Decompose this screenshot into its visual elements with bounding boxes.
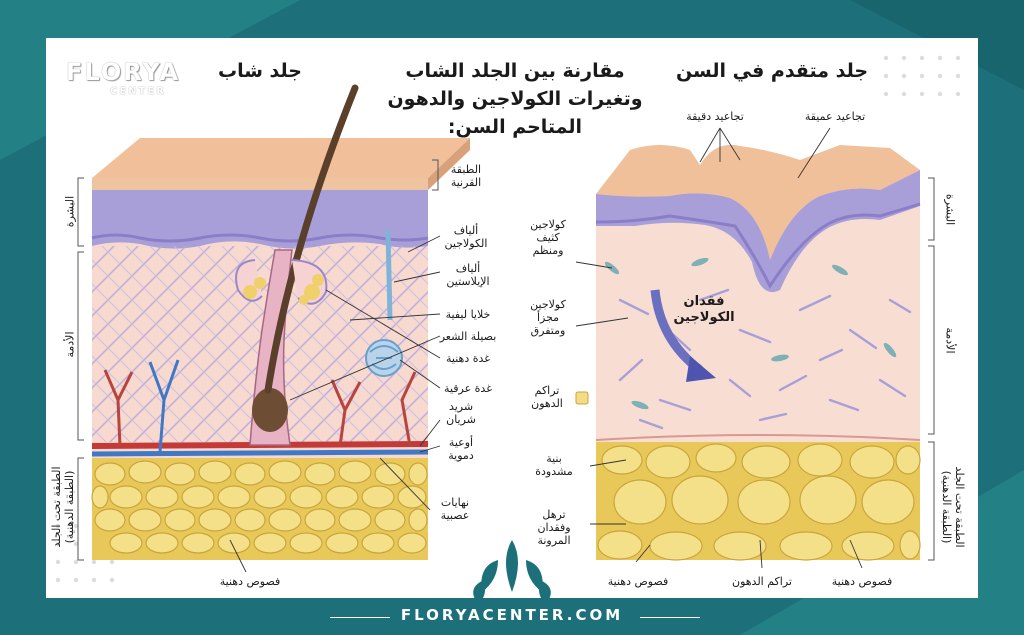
young-skin-block xyxy=(91,84,470,560)
layer-epidermis-left: البشرة xyxy=(63,195,77,228)
young-skin-heading: جلد شاب xyxy=(218,60,302,82)
layer-hypodermis-right: الطبقة تحت الجلد(الطبقة الدهنية) xyxy=(940,466,966,548)
label-fine-wrinkles: تجاعيد دقيقة xyxy=(686,110,744,123)
label-fibroblasts: خلايا ليفية xyxy=(445,308,491,321)
left-brackets xyxy=(77,159,935,561)
leaf-logo-icon xyxy=(473,540,551,604)
title-line-2: وتغيرات الكولاجين والدهون xyxy=(387,88,643,110)
label-old-fat-lobules-1: فصوص دهنية xyxy=(607,575,669,588)
label-old-fat-accumulation: تراكم الدهون xyxy=(732,575,792,588)
title-line-3: المتاحم السن: xyxy=(447,116,583,138)
label-sebaceous-gland: غدة دهنية xyxy=(445,352,491,365)
website-footer: FLORYACENTER.COM xyxy=(400,606,624,624)
label-sweat-gland: غدة عرقية xyxy=(444,382,492,395)
layer-dermis-right: الأدمة xyxy=(943,327,957,354)
layer-epidermis-right: البشرة xyxy=(943,193,957,226)
title-line-1: مقارنة بين الجلد الشاب xyxy=(405,60,625,82)
label-deep-wrinkles: تجاعيد عميقة xyxy=(804,110,866,123)
logo-sub: CENTER xyxy=(110,86,166,97)
logo-name: FLORYA xyxy=(66,58,181,86)
aged-skin-heading: جلد متقدم في السن xyxy=(675,60,869,82)
layer-dermis-left: الأدمة xyxy=(63,331,77,358)
label-young-fat-lobules: فصوص دهنية xyxy=(219,575,281,588)
footer-line-left xyxy=(330,617,390,618)
label-hair-bulb: بصيلة الشعر xyxy=(439,330,497,343)
footer-line-right xyxy=(640,617,700,618)
aged-skin-block xyxy=(595,144,921,561)
label-old-fat-lobules-2: فصوص دهنية xyxy=(831,575,893,588)
layer-hypodermis-left: الطبقة تحت الجلد(الطبقة الدهنية) xyxy=(50,466,76,548)
